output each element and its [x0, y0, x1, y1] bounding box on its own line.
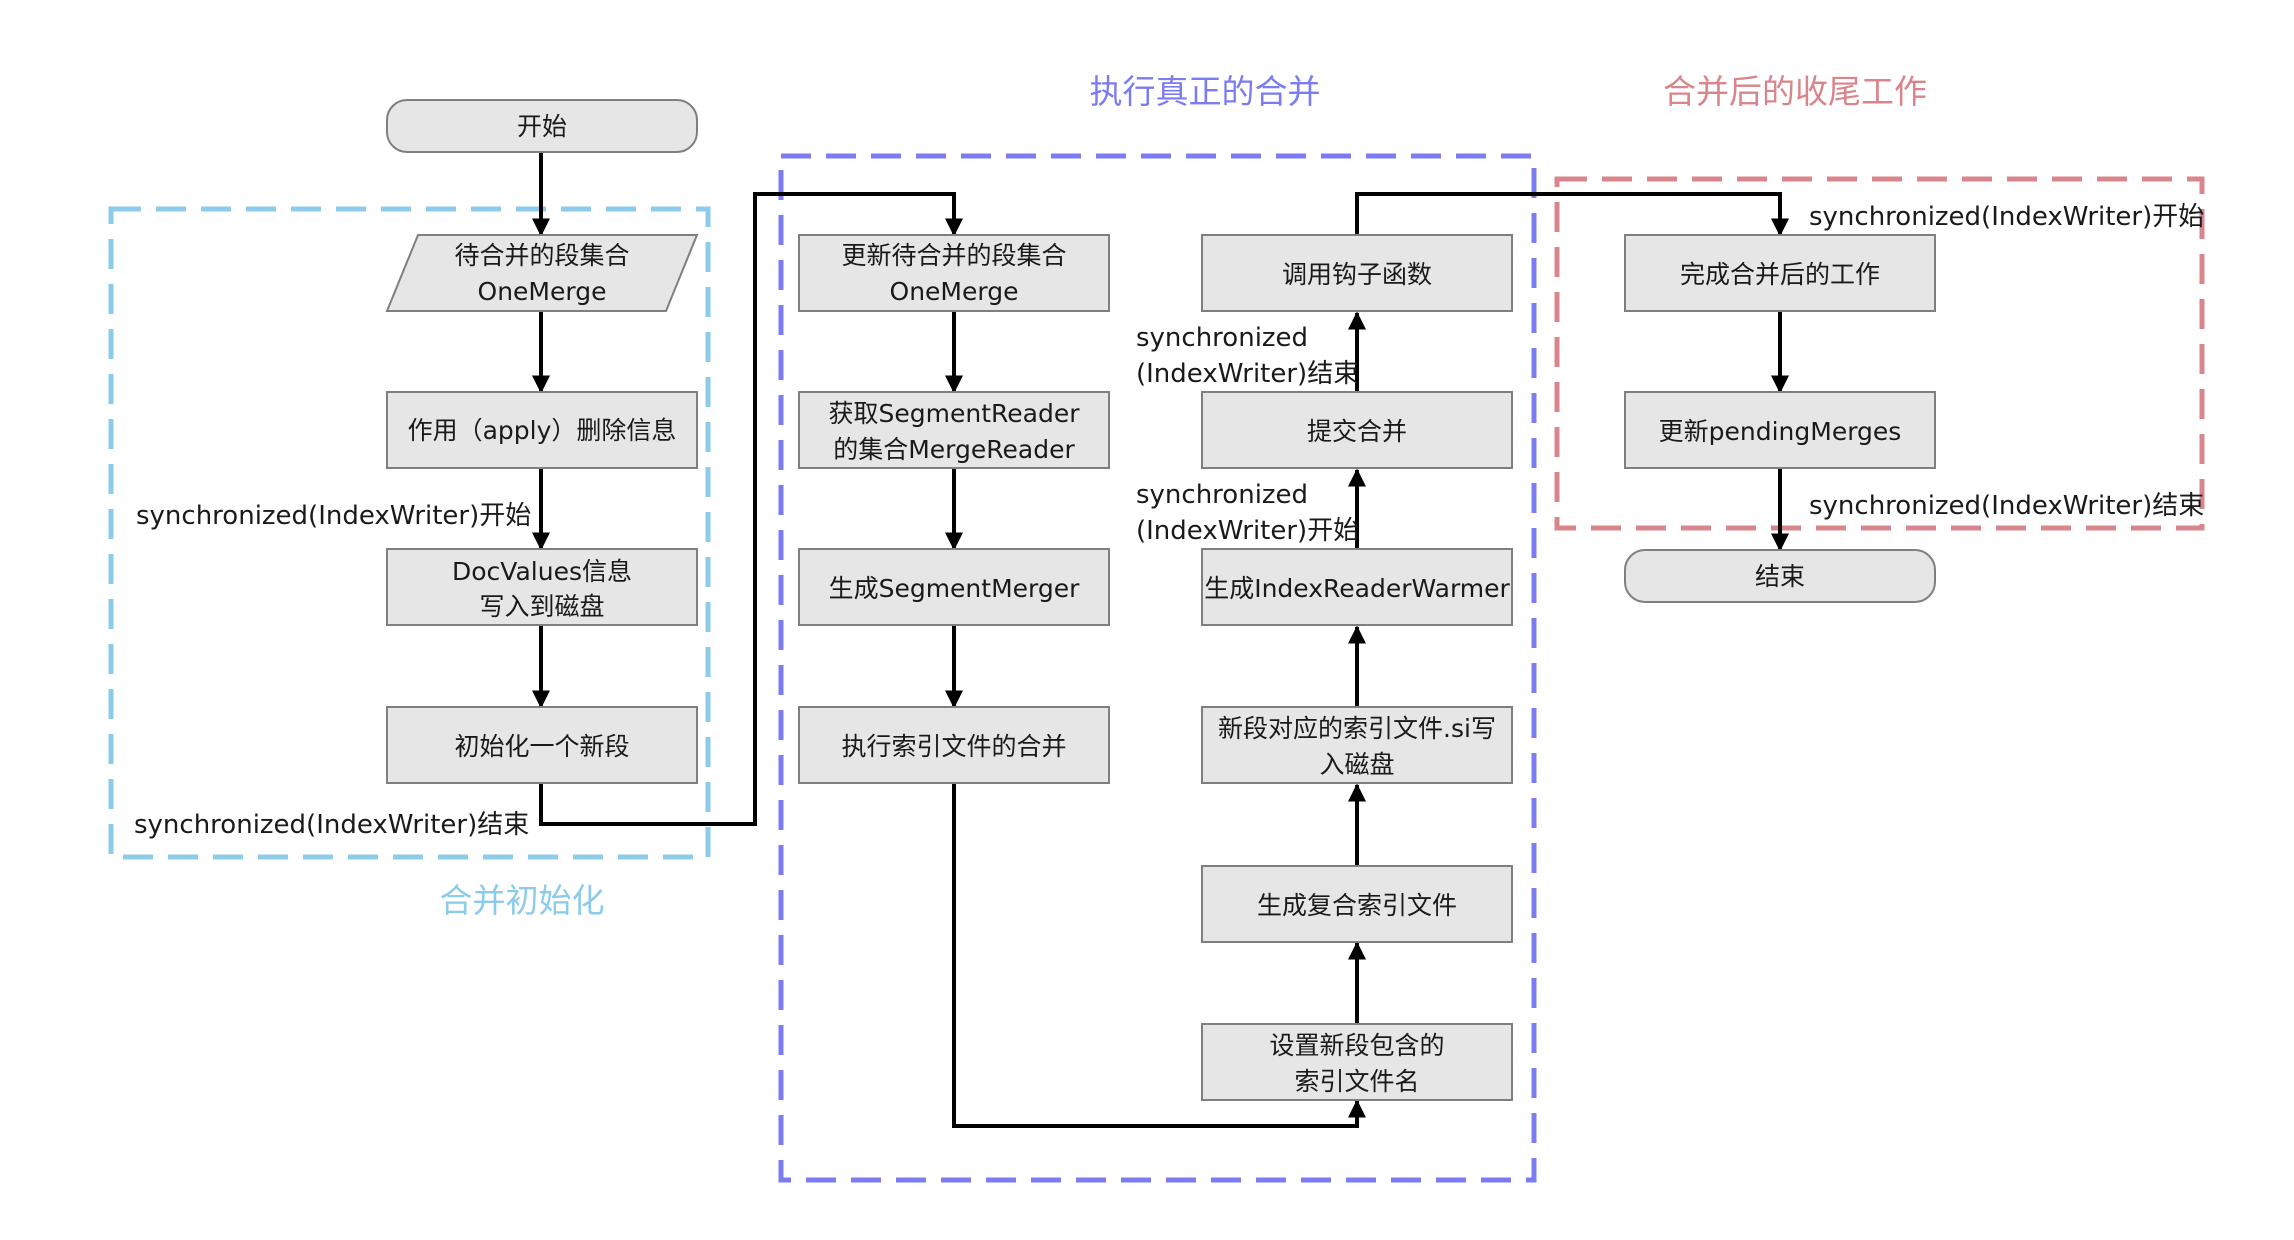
node-set-files-label-1: 设置新段包含的 [1269, 1031, 1444, 1060]
node-end: 结束 [1624, 549, 1936, 603]
node-pending-label-1: 待合并的段集合 [454, 241, 629, 270]
node-hook: 调用钩子函数 [1201, 234, 1513, 312]
node-write-si-label-2: 入磁盘 [1319, 750, 1394, 779]
node-init-segment: 初始化一个新段 [386, 706, 698, 784]
node-commit: 提交合并 [1201, 391, 1513, 469]
node-compound: 生成复合索引文件 [1201, 865, 1513, 943]
node-pending-label-2: OneMerge [478, 277, 607, 306]
node-apply-label: 作用（apply）删除信息 [408, 416, 677, 445]
node-update-merges: 更新pendingMerges [1624, 391, 1936, 469]
node-start: 开始 [386, 99, 698, 153]
node-end-label: 结束 [1755, 562, 1805, 591]
node-compound-label: 生成复合索引文件 [1257, 891, 1457, 920]
note-sync-start-init: synchronized(IndexWriter)开始 [136, 501, 531, 531]
node-update-pending-label-1: 更新待合并的段集合 [841, 241, 1066, 270]
node-docvalues-write: DocValues信息 写入到磁盘 [386, 548, 698, 626]
group-merge-title: 执行真正的合并 [1090, 72, 1321, 111]
node-get-readers: 获取SegmentReader 的集合MergeReader [798, 391, 1110, 469]
arrow-init-to-update-pending [539, 192, 963, 826]
node-get-readers-label-1: 获取SegmentReader [829, 399, 1081, 428]
node-gen-merger-label: 生成SegmentMerger [829, 574, 1081, 603]
node-init-segment-label: 初始化一个新段 [454, 732, 629, 761]
group-finish-title: 合并后的收尾工作 [1663, 72, 1927, 111]
node-docvalues-label-2: 写入到磁盘 [479, 592, 604, 621]
arrow-hook-to-finish [1355, 192, 1789, 237]
node-get-readers-label-2: 的集合MergeReader [833, 435, 1075, 464]
connectors [532, 152, 1789, 1128]
node-set-files: 设置新段包含的 索引文件名 [1201, 1023, 1513, 1101]
note-sync-end-finish: synchronized(IndexWriter)结束 [1809, 491, 2204, 521]
arrow-exec-to-setfiles [952, 783, 1366, 1128]
node-set-files-label-2: 索引文件名 [1294, 1067, 1419, 1096]
note-sync-end-merge-1: synchronized [1136, 323, 1308, 353]
note-sync-start-merge-1: synchronized [1136, 480, 1308, 510]
note-sync-start-merge-2: (IndexWriter)开始 [1136, 516, 1359, 546]
node-write-si: 新段对应的索引文件.si写 入磁盘 [1201, 706, 1513, 784]
node-commit-label: 提交合并 [1307, 417, 1407, 446]
node-pending-segments: 待合并的段集合 OneMerge [385, 234, 699, 312]
node-gen-merger: 生成SegmentMerger [798, 548, 1110, 626]
group-merge-frame [778, 153, 1537, 1183]
node-start-label: 开始 [517, 112, 567, 141]
group-init-title: 合并初始化 [440, 881, 605, 920]
node-update-pending-label-2: OneMerge [890, 277, 1019, 306]
node-apply-deletes: 作用（apply）删除信息 [386, 391, 698, 469]
node-hook-label: 调用钩子函数 [1282, 260, 1432, 289]
node-warmer: 生成IndexReaderWarmer [1201, 548, 1513, 626]
note-sync-start-finish: synchronized(IndexWriter)开始 [1809, 202, 2204, 232]
node-exec-merge: 执行索引文件的合并 [798, 706, 1110, 784]
node-finish-work: 完成合并后的工作 [1624, 234, 1936, 312]
node-update-pending: 更新待合并的段集合 OneMerge [798, 234, 1110, 312]
node-write-si-label-1: 新段对应的索引文件.si写 [1218, 714, 1496, 743]
node-finish-work-label: 完成合并后的工作 [1680, 260, 1880, 289]
node-warmer-label: 生成IndexReaderWarmer [1204, 574, 1510, 603]
node-exec-merge-label: 执行索引文件的合并 [841, 732, 1066, 761]
group-finish-frame [1554, 176, 2205, 531]
note-sync-end-init: synchronized(IndexWriter)结束 [134, 810, 529, 840]
note-sync-end-merge-2: (IndexWriter)结束 [1136, 359, 1359, 389]
node-update-merges-label: 更新pendingMerges [1659, 417, 1902, 446]
group-init-frame [108, 206, 711, 860]
node-docvalues-label-1: DocValues信息 [452, 557, 632, 586]
